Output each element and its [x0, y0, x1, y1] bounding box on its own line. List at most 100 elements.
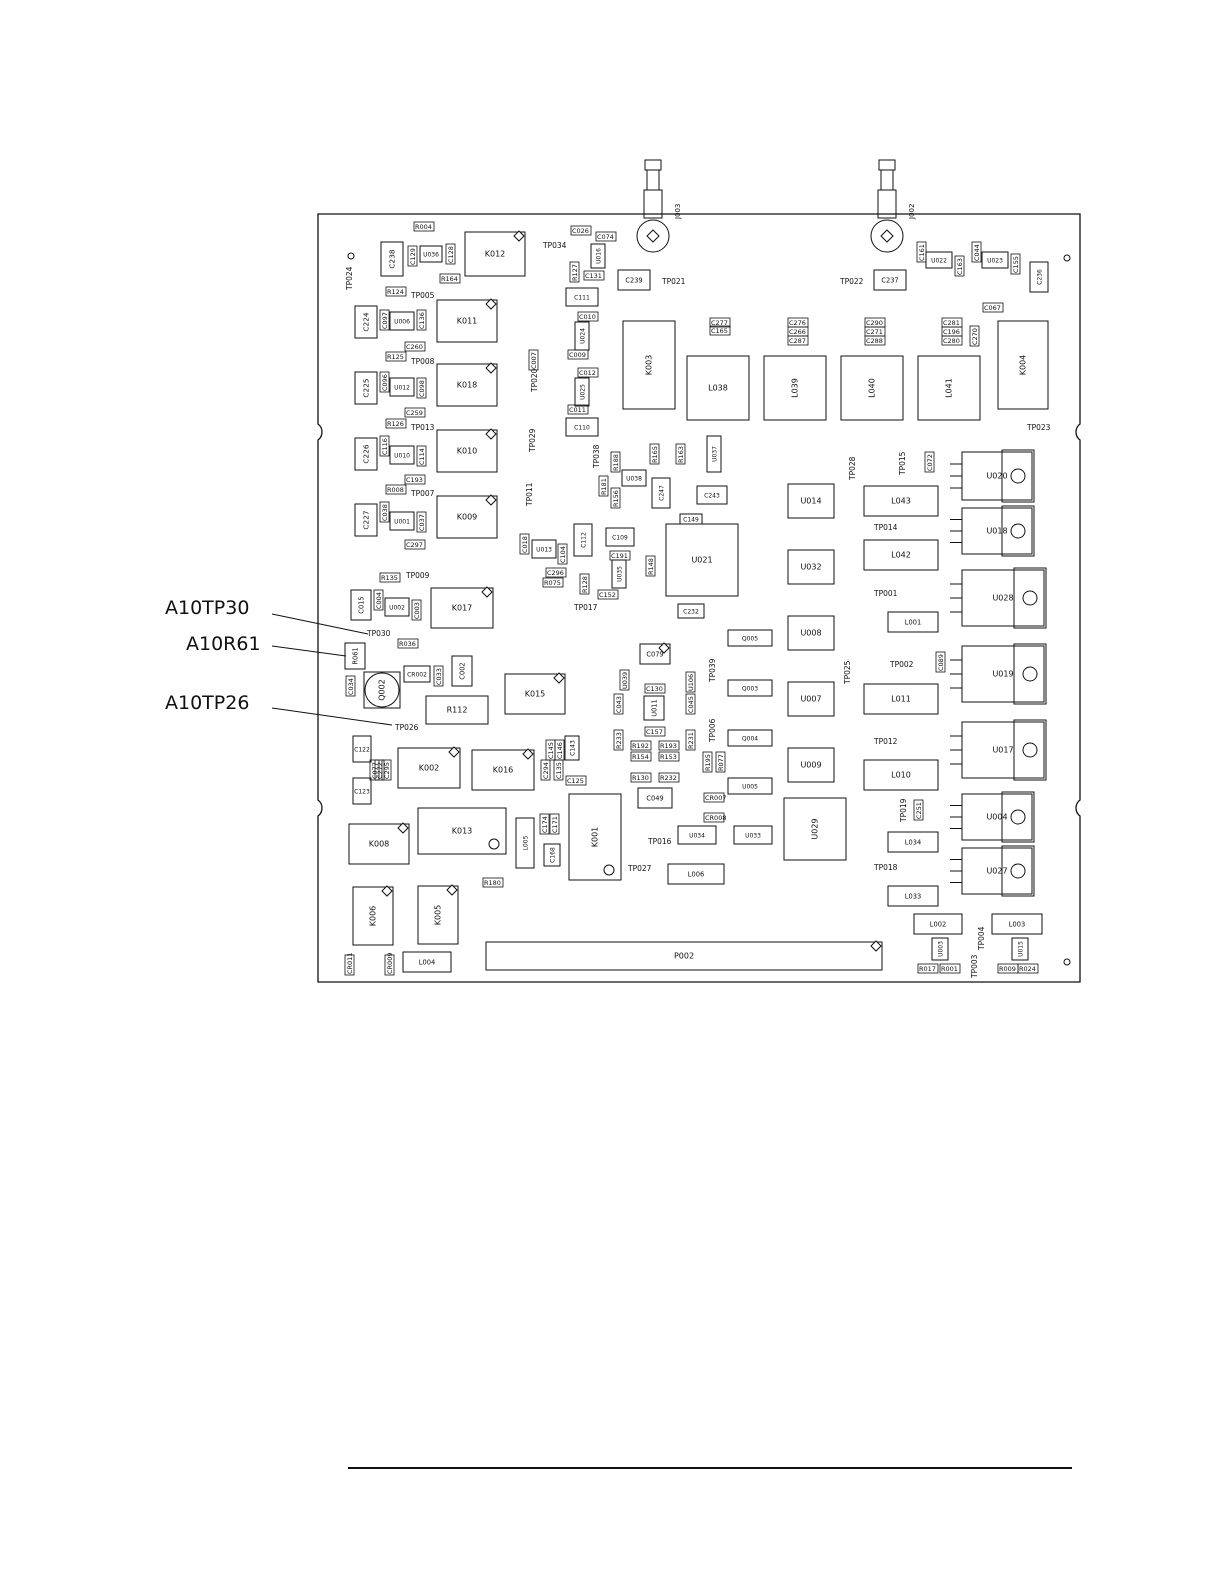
component: C247 [651, 477, 671, 509]
component-label: C110 [574, 425, 590, 432]
component: U022 [925, 251, 953, 269]
component-label: K010 [457, 447, 478, 456]
component-label: L034 [905, 839, 921, 847]
component: C049 [637, 787, 673, 809]
component-label: C002 [459, 662, 467, 679]
small-part-label: R077 [717, 754, 725, 771]
small-part-label: C043 [615, 696, 623, 713]
test-point-label: TP013 [410, 423, 435, 432]
small-part: C288 [864, 335, 886, 346]
component: C015 [350, 589, 372, 621]
component-label: U002 [389, 605, 405, 612]
component-label: K008 [369, 840, 390, 849]
connector-j002: J002 [870, 159, 916, 253]
test-point-label: TP009 [405, 571, 430, 580]
test-point-label: TP021 [661, 277, 686, 286]
small-part: C277 [709, 317, 731, 328]
small-part: R180 [482, 877, 504, 888]
small-part: C037 [416, 511, 427, 533]
small-part-label: R127 [571, 264, 579, 281]
component: U003 [931, 937, 949, 961]
small-part: R232 [658, 772, 680, 783]
component: U036 [419, 245, 443, 263]
small-part-label: R231 [687, 732, 695, 749]
small-part: R077 [715, 751, 726, 773]
small-part: R163 [675, 443, 686, 465]
small-part: C165 [709, 325, 731, 336]
small-part: R233 [613, 729, 624, 751]
component-label: U005 [742, 784, 758, 791]
component: C002 [451, 655, 473, 687]
test-point-label: TP028 [848, 456, 857, 481]
component-label: U020 [986, 472, 1007, 481]
component-label: U037 [712, 446, 719, 462]
component: U033 [733, 825, 773, 845]
small-part-label: R233 [615, 732, 623, 749]
small-part: R156 [610, 487, 621, 509]
test-point-label: TP029 [528, 428, 537, 453]
small-part: U039 [619, 669, 630, 691]
component: K004 [997, 320, 1049, 410]
small-part: R075 [542, 577, 564, 588]
component: U027 [950, 845, 1035, 897]
small-part-label: C097 [381, 312, 389, 329]
small-part: C007 [528, 349, 539, 371]
small-part-label: C259 [406, 409, 423, 417]
component: C237 [873, 269, 907, 291]
connector-label: J003 [674, 204, 682, 220]
small-part: C004 [373, 589, 384, 611]
test-point-label: TP034 [542, 241, 567, 250]
small-part-label: C295 [383, 762, 391, 779]
component-label: U001 [394, 519, 410, 526]
test-point-label: TP015 [898, 451, 907, 476]
small-part-label: R004 [415, 223, 432, 231]
small-part-label: C155 [1012, 256, 1020, 273]
small-part-label: R165 [651, 446, 659, 463]
component-label: C243 [704, 493, 720, 500]
test-point-label: TP002 [889, 660, 914, 669]
component-label: L042 [891, 551, 911, 560]
small-part: C161 [916, 241, 927, 263]
small-part-label: C129 [409, 248, 417, 265]
component-label: L033 [905, 893, 921, 901]
component-label: CR002 [407, 672, 427, 679]
component: K013 [417, 807, 507, 855]
test-point-label: TP016 [647, 837, 672, 846]
small-part: R126 [385, 418, 407, 429]
small-part: C125 [565, 775, 587, 786]
small-part: R231 [685, 729, 696, 751]
component: U012 [389, 377, 415, 397]
small-part-label: C157 [646, 728, 663, 736]
small-part: C260 [404, 341, 426, 352]
test-point-label: TP003 [970, 954, 979, 979]
small-part-label: C067 [984, 304, 1001, 312]
test-point-label: TP011 [525, 482, 534, 507]
small-part-label: C152 [599, 591, 616, 599]
component: U011 [643, 695, 665, 721]
component: U013 [531, 539, 557, 559]
component-label: K004 [1019, 355, 1028, 376]
component: P002 [485, 940, 883, 971]
small-part: R001 [939, 963, 961, 974]
component: C111 [565, 287, 599, 307]
callout-label: A10TP26 [165, 692, 249, 714]
small-part-label: C045 [687, 696, 695, 713]
component-label: C111 [574, 295, 590, 302]
small-part-label: U106 [687, 674, 695, 691]
component: U034 [677, 825, 717, 845]
connector-j003: J003 [636, 159, 682, 253]
component: U021 [665, 523, 739, 597]
component: K016 [471, 748, 535, 791]
test-point-label: TP024 [345, 266, 354, 291]
component: L041 [917, 355, 981, 421]
component: L034 [887, 831, 939, 853]
small-part: C272 [374, 759, 385, 781]
small-part-label: C009 [569, 351, 586, 359]
component: L002 [913, 913, 963, 935]
small-part-label: C089 [937, 654, 945, 671]
component: U037 [706, 435, 722, 473]
component-label: K012 [485, 250, 506, 259]
small-part: C011 [567, 404, 589, 415]
component-label: U015 [1018, 941, 1025, 957]
